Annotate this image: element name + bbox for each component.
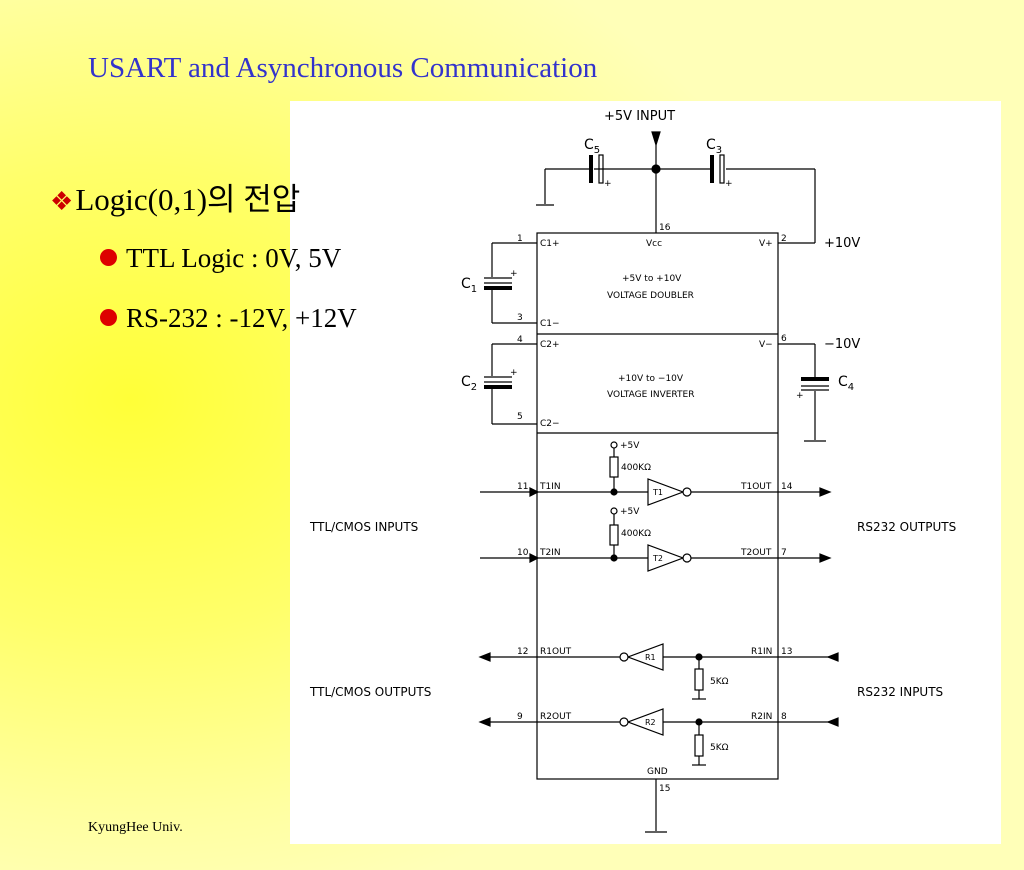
t2-driver-icon xyxy=(647,544,685,572)
pin-vcc: Vcc xyxy=(646,239,662,249)
pin-r2out: R2OUT xyxy=(540,712,572,722)
pin-3: 3 xyxy=(517,313,523,323)
pin-c1m: C1− xyxy=(540,319,560,329)
pin-12: 12 xyxy=(517,647,528,657)
sub-bullet-ttl-text: TTL Logic : 0V, 5V xyxy=(126,243,342,273)
sub-bullet-rs232-text: RS-232 : -12V, +12V xyxy=(126,303,357,333)
resistor-5k-label: 5KΩ xyxy=(710,677,729,687)
pin-vminus: V− xyxy=(759,340,773,350)
t1-driver-icon xyxy=(647,478,685,506)
input-label: +5V INPUT xyxy=(604,109,675,124)
pin-c2p: C2+ xyxy=(540,340,560,350)
main-bullet: ❖Logic(0,1)의 전압 xyxy=(50,174,300,219)
sub-bullet-rs232: RS-232 : -12V, +12V xyxy=(100,303,357,334)
pin-r1out: R1OUT xyxy=(540,647,572,657)
pin-7: 7 xyxy=(781,548,787,558)
plus-mark: + xyxy=(725,179,733,189)
t2-label: T2 xyxy=(652,554,663,563)
pin-t2out: T2OUT xyxy=(740,548,772,558)
pin-1: 1 xyxy=(517,234,523,244)
plus-10v-label: +10V xyxy=(824,236,860,251)
plus-mark: + xyxy=(796,391,804,401)
pin-5: 5 xyxy=(517,412,523,422)
r2-label: R2 xyxy=(645,718,656,727)
slide-title: USART and Asynchronous Communication xyxy=(88,52,598,84)
pin-16: 16 xyxy=(659,223,671,233)
resistor-400k-label: 400KΩ xyxy=(621,463,651,473)
pin-r2in: R2IN xyxy=(751,712,772,722)
pin-2: 2 xyxy=(781,234,787,244)
footer-text: KyungHee Univ. xyxy=(88,820,183,835)
pin-c1p: C1+ xyxy=(540,239,560,249)
doubler-label-1: +5V to +10V xyxy=(622,274,682,284)
pin-8: 8 xyxy=(781,712,787,722)
c3-label: C3 xyxy=(706,137,722,156)
pin-6: 6 xyxy=(781,334,787,344)
input-arrow-icon xyxy=(651,131,661,148)
resistor-400k-label: 400KΩ xyxy=(621,529,651,539)
chip-body xyxy=(536,232,779,780)
diamond-star-bullet-icon: ❖ xyxy=(50,187,74,216)
pin-14: 14 xyxy=(781,482,793,492)
ttl-cmos-inputs-label: TTL/CMOS INPUTS xyxy=(309,520,418,534)
doubler-label-2: VOLTAGE DOUBLER xyxy=(607,291,694,301)
c5-label: C5 xyxy=(584,137,600,156)
red-dot-bullet-icon xyxy=(100,309,117,326)
red-dot-bullet-icon xyxy=(100,249,117,266)
rs232-outputs-label: RS232 OUTPUTS xyxy=(857,520,956,534)
pin-r1in: R1IN xyxy=(751,647,772,657)
resistor-5k-label: 5KΩ xyxy=(710,743,729,753)
inverter-label-1: +10V to −10V xyxy=(618,374,684,384)
t1-label: T1 xyxy=(652,488,663,497)
r1-receiver-icon xyxy=(626,643,664,671)
plus-5v-label: +5V xyxy=(620,441,640,451)
c1-label: C1 xyxy=(461,276,477,295)
inverter-label-2: VOLTAGE INVERTER xyxy=(607,390,694,400)
c4-label: C4 xyxy=(838,374,854,393)
pin-13: 13 xyxy=(781,647,792,657)
c2-label: C2 xyxy=(461,374,477,393)
sub-bullet-ttl: TTL Logic : 0V, 5V xyxy=(100,243,341,274)
plus-mark: + xyxy=(510,368,518,378)
plus-5v-label: +5V xyxy=(620,507,640,517)
minus-10v-label: −10V xyxy=(824,337,860,352)
pin-11: 11 xyxy=(517,482,528,492)
pin-10: 10 xyxy=(517,548,529,558)
pin-vplus: V+ xyxy=(759,239,773,249)
r2-receiver-icon xyxy=(626,708,664,736)
pin-t1in: T1IN xyxy=(539,482,561,492)
main-bullet-text: Logic(0,1)의 전압 xyxy=(75,182,301,217)
max232-circuit-diagram: +5V INPUT C5 C3 + + 16 1 C1+ Vcc V+ 2 +1… xyxy=(290,101,1001,844)
plus-mark: + xyxy=(510,269,518,279)
pin-t2in: T2IN xyxy=(539,548,561,558)
pin-9: 9 xyxy=(517,712,523,722)
pin-gnd: GND xyxy=(647,767,668,777)
r1-label: R1 xyxy=(645,653,656,662)
pin-c2m: C2− xyxy=(540,419,560,429)
plus-mark: + xyxy=(604,179,612,189)
rs232-inputs-label: RS232 INPUTS xyxy=(857,685,943,699)
pin-t1out: T1OUT xyxy=(740,482,772,492)
ttl-cmos-outputs-label: TTL/CMOS OUTPUTS xyxy=(309,685,431,699)
pin-4: 4 xyxy=(517,335,523,345)
pin-15: 15 xyxy=(659,784,670,794)
